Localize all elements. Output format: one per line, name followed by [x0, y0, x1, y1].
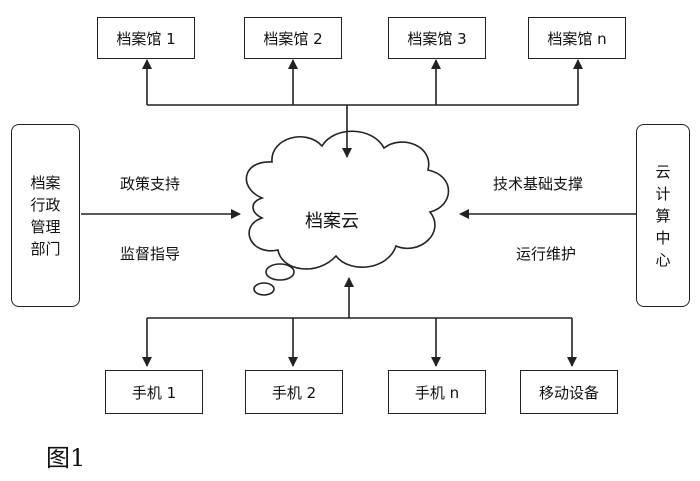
cloud-center-line-4: 中	[655, 228, 671, 247]
admin-dept-line-2: 行政	[30, 195, 61, 214]
top-connectors	[142, 59, 583, 158]
cloud-center-line-5: 心	[655, 250, 671, 269]
cloud-center-line-1: 云	[655, 162, 671, 181]
device-box-phone-1: 手机 1	[105, 370, 203, 414]
admin-dept-line-1: 档案	[30, 173, 61, 192]
archive-box-n: 档案馆 n	[528, 17, 626, 59]
label-operation-maintenance: 运行维护	[516, 245, 577, 263]
admin-dept-line-3: 管理	[30, 217, 61, 236]
cloud-computing-center-box: 云 计 算 中 心	[636, 124, 690, 307]
archive-box-2: 档案馆 2	[244, 17, 342, 59]
bottom-connectors	[142, 277, 577, 367]
admin-dept-line-4: 部门	[30, 239, 61, 258]
archive-box-3: 档案馆 3	[388, 17, 486, 59]
device-box-phone-n: 手机 n	[388, 370, 486, 414]
cloud-center-line-2: 计	[655, 184, 671, 203]
label-tech-support: 技术基础支撑	[493, 175, 584, 193]
figure-caption: 图1	[46, 444, 86, 472]
cloud-label: 档案云	[305, 211, 359, 232]
label-supervision-guidance: 监督指导	[120, 245, 181, 263]
cloud-shape	[245, 130, 450, 296]
label-policy-support: 政策支持	[120, 175, 181, 193]
device-box-phone-2: 手机 2	[245, 370, 343, 414]
device-box-mobile: 移动设备	[520, 370, 618, 414]
cloud-center-line-3: 算	[655, 206, 671, 225]
archive-box-1: 档案馆 1	[97, 17, 195, 59]
admin-dept-box: 档案 行政 管理 部门	[11, 124, 80, 307]
